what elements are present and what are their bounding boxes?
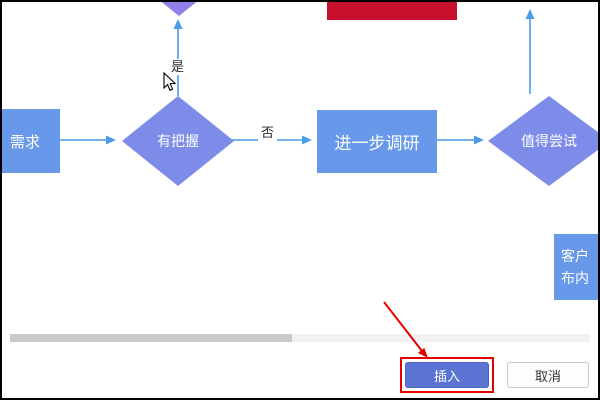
flowchart-node-requirement[interactable]: 需求 bbox=[2, 109, 60, 173]
arrowhead-up-icon bbox=[173, 19, 183, 29]
arrowhead-up-icon bbox=[525, 9, 535, 19]
node-label: 值得尝试 bbox=[521, 133, 577, 149]
horizontal-scrollbar-thumb[interactable] bbox=[10, 334, 292, 342]
insert-button[interactable]: 插入 bbox=[405, 362, 489, 388]
edge-label-no: 否 bbox=[258, 125, 278, 141]
node-label-line2: 布内 bbox=[561, 270, 589, 286]
annotation-arrowhead-icon bbox=[417, 347, 428, 358]
flowchart-node-red-rect[interactable] bbox=[327, 2, 457, 20]
flowchart-node-confident[interactable]: 有把握 bbox=[122, 96, 234, 186]
node-label: 需求 bbox=[9, 133, 40, 151]
flowchart-node-worth-try[interactable]: 值得尝试 bbox=[488, 96, 598, 186]
arrowhead-right-icon bbox=[302, 135, 312, 145]
node-label: 进一步调研 bbox=[334, 134, 420, 153]
arrowhead-right-icon bbox=[474, 135, 484, 145]
flowchart-node-customer[interactable]: 客户 布内 bbox=[554, 234, 598, 300]
flowchart-node-top-diamond[interactable] bbox=[123, 2, 235, 16]
annotation-arrow-line bbox=[383, 301, 423, 352]
cancel-button[interactable]: 取消 bbox=[507, 362, 589, 388]
node-label: 有把握 bbox=[157, 133, 199, 149]
arrowhead-right-icon bbox=[106, 135, 116, 145]
flowchart-node-research[interactable]: 进一步调研 bbox=[317, 110, 437, 173]
node-label-line1: 客户 bbox=[561, 248, 589, 264]
mouse-cursor-icon bbox=[163, 72, 177, 92]
edge-label-yes: 是 bbox=[168, 59, 188, 75]
horizontal-scrollbar-track[interactable] bbox=[10, 334, 590, 342]
